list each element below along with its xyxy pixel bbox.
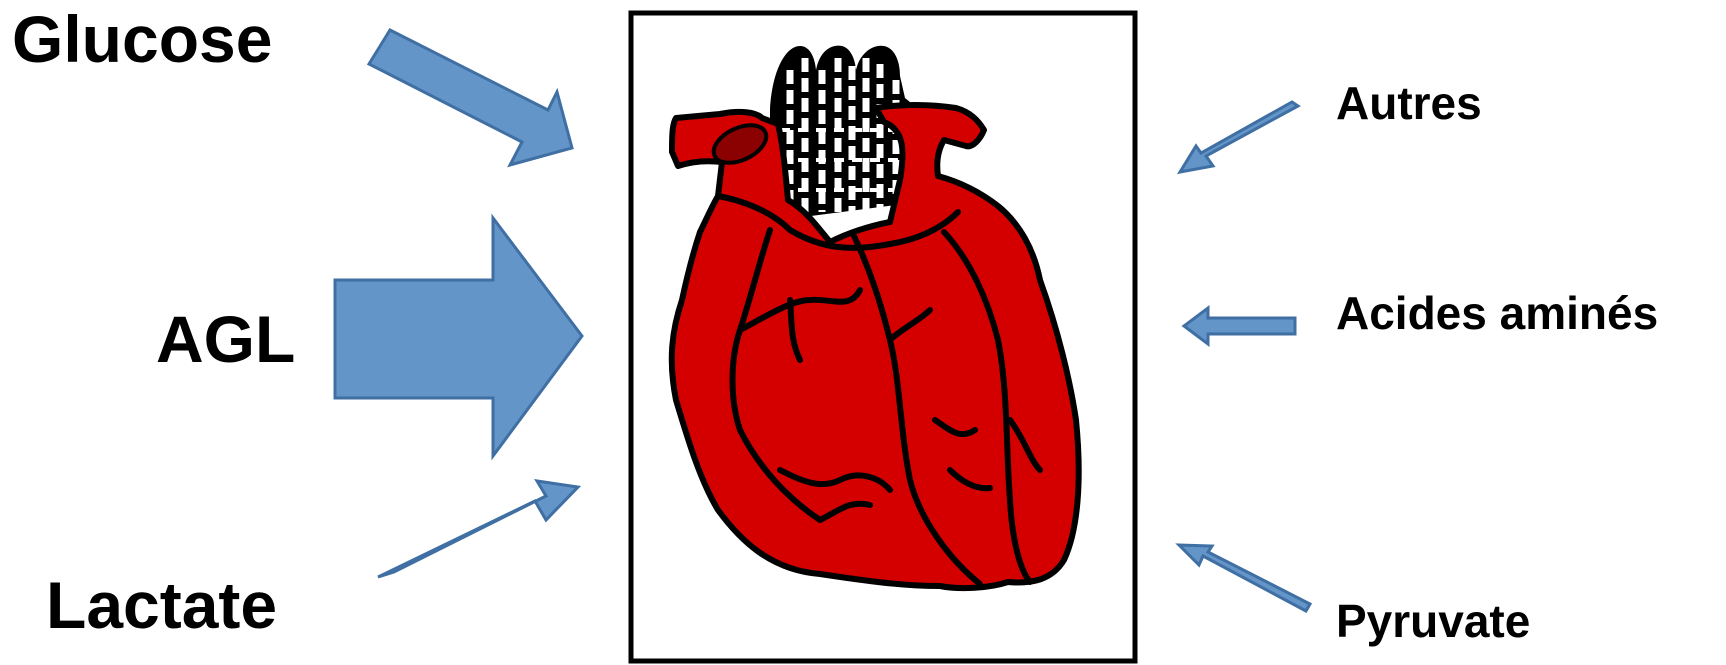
label-acides-amines: Acides aminés	[1336, 290, 1658, 336]
label-agl: AGL	[156, 306, 295, 372]
label-pyruvate: Pyruvate	[1336, 598, 1530, 644]
arrow-acides-amines	[1184, 308, 1295, 344]
arrow-glucose	[369, 30, 572, 165]
arrow-agl	[335, 218, 582, 456]
label-glucose: Glucose	[12, 6, 272, 72]
arrow-lactate	[378, 481, 578, 577]
label-autres: Autres	[1336, 80, 1482, 126]
label-lactate: Lactate	[46, 572, 277, 638]
arrow-autres	[1180, 102, 1298, 172]
arrow-pyruvate	[1179, 545, 1310, 611]
